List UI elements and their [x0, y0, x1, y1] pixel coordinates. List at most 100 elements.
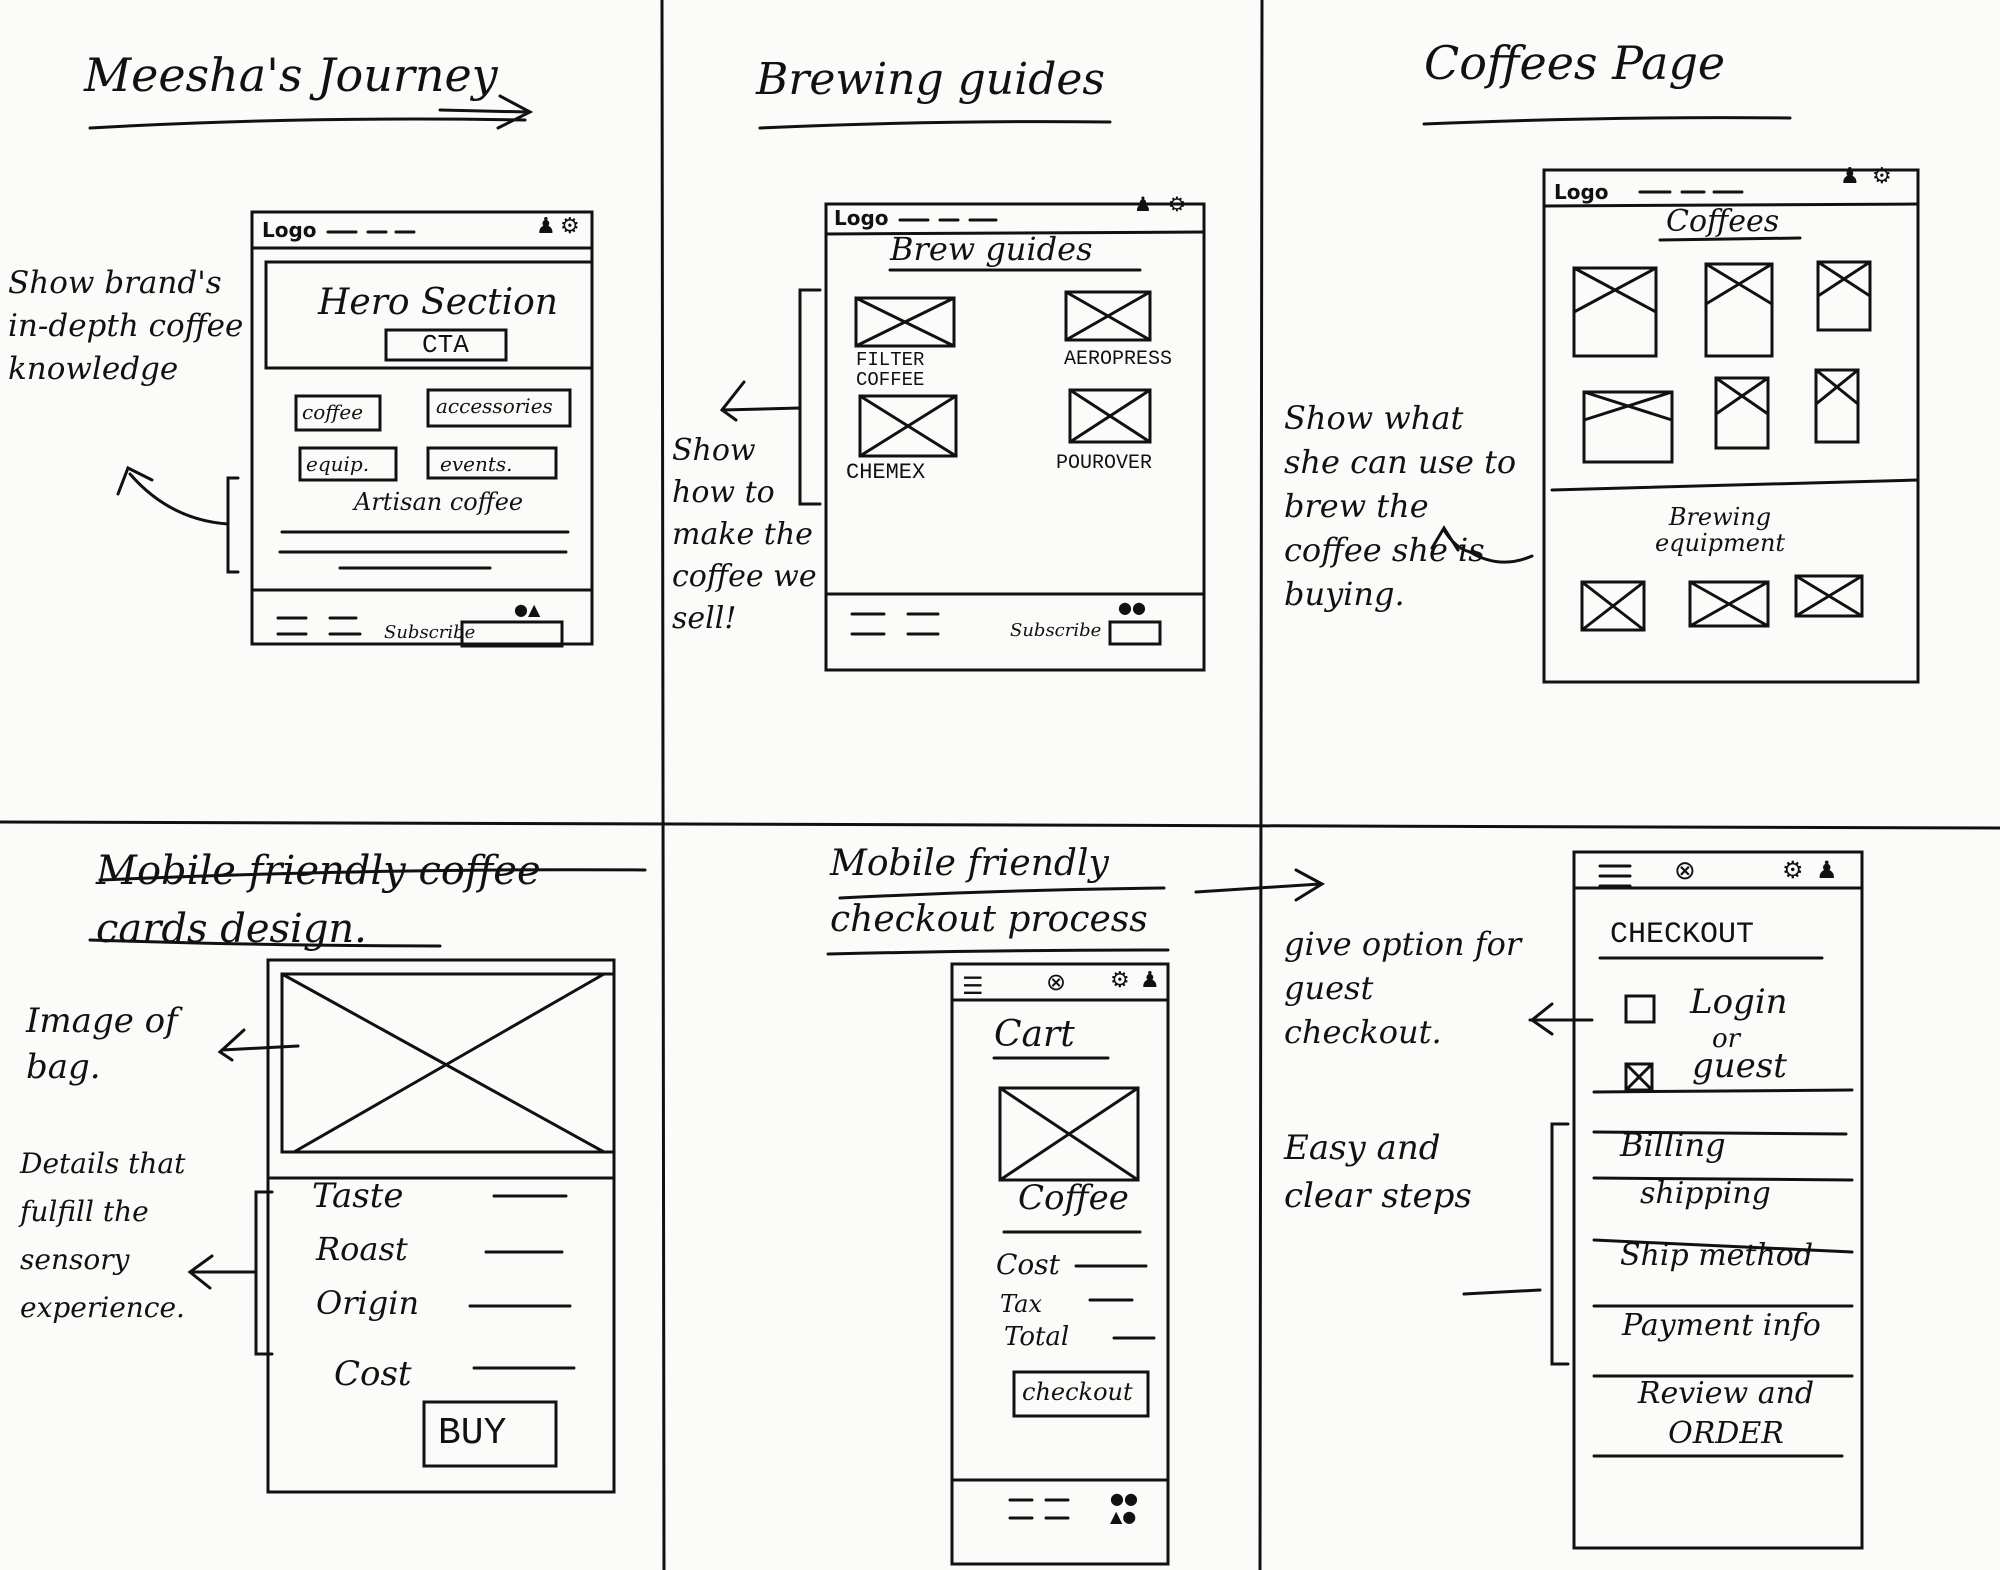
tile-box: [294, 394, 382, 432]
coffee-thumbs: [1572, 260, 1872, 464]
hamburger-icon[interactable]: ☰: [962, 972, 984, 1000]
coffee-thumb: [1814, 368, 1860, 444]
title-underline: [88, 117, 527, 130]
coffee-thumb: [1714, 376, 1770, 450]
tile-events[interactable]: events.: [440, 452, 513, 476]
image-cross: [998, 1086, 1140, 1182]
tile-box: [298, 446, 398, 482]
cart-icon[interactable]: ⚙: [1782, 856, 1804, 884]
guide-label-chemex[interactable]: CHEMEX: [846, 460, 926, 485]
cart-icon[interactable]: ⚙: [560, 214, 580, 239]
user-icon[interactable]: ♟: [536, 214, 556, 239]
step-billing[interactable]: Billing: [1620, 1126, 1726, 1164]
card-field-origin: Origin: [316, 1284, 420, 1322]
arrow-right: [438, 94, 534, 130]
coffee-thumb: [1704, 262, 1774, 358]
artisan-heading: Artisan coffee: [354, 488, 524, 516]
nav-divider: [1542, 202, 1920, 208]
bracket: [254, 1190, 274, 1356]
user-icon[interactable]: ♟: [1816, 856, 1838, 884]
close-icon[interactable]: ⊗: [1046, 968, 1067, 996]
guide-label-aeropress[interactable]: AEROPRESS: [1064, 348, 1173, 371]
phone-frame: [1572, 850, 1864, 1550]
annotation-note-steps: Easy and clear steps: [1284, 1128, 1472, 1216]
equipment-thumb: [1580, 580, 1646, 632]
image-cross: [1688, 580, 1770, 628]
equipment-thumb: [1688, 580, 1770, 628]
tile-box: [426, 446, 558, 480]
note-arrow: [1430, 525, 1534, 564]
cart-icon[interactable]: ⚙: [1872, 164, 1892, 189]
nav-logo[interactable]: Logo: [1554, 180, 1609, 204]
grid-line: [1258, 0, 1264, 1570]
title-underline: [758, 120, 1112, 130]
image-cross: [280, 972, 606, 1154]
card-image: [280, 972, 616, 1154]
image-cross: [1572, 266, 1658, 314]
step-payment-info[interactable]: Payment info: [1622, 1308, 1821, 1343]
guest-option[interactable]: guest: [1692, 1046, 1787, 1086]
user-icon[interactable]: ♟: [1140, 968, 1160, 993]
image-cross: [1580, 580, 1646, 632]
footer-lines: [1008, 1498, 1070, 1520]
step-shipping[interactable]: shipping: [1640, 1176, 1771, 1211]
card-field-taste: Taste: [312, 1176, 404, 1216]
section-divider: [1550, 478, 1920, 492]
buy-button[interactable]: BUY: [438, 1412, 507, 1455]
footer-lines: [850, 612, 940, 636]
wireframe-frame: [1542, 168, 1920, 684]
subscribe-label[interactable]: Subscribe: [1010, 620, 1102, 641]
image-cross: [1068, 388, 1152, 444]
guide-image: [858, 394, 958, 458]
tile-accessories[interactable]: accessories: [436, 394, 553, 418]
section-divider: [1592, 1088, 1854, 1094]
grid-line: [0, 820, 2000, 830]
step-review-order[interactable]: Review and ORDER: [1637, 1376, 1815, 1451]
or-label: or: [1712, 1024, 1741, 1054]
connector-line: [1462, 1288, 1542, 1296]
bracket: [1550, 1122, 1570, 1366]
close-icon[interactable]: ⊗: [1674, 856, 1696, 886]
image-cross: [1704, 262, 1774, 306]
step-divider: [1592, 1238, 1854, 1254]
card-field-cost: Cost: [334, 1354, 412, 1394]
item-image: [998, 1086, 1140, 1182]
arrow-right: [1194, 868, 1326, 902]
cta-button[interactable]: CTA: [422, 330, 469, 360]
login-option[interactable]: Login: [1690, 982, 1788, 1022]
coffee-thumb: [1582, 390, 1674, 464]
hero-title: Hero Section: [318, 282, 558, 323]
image-cross: [1816, 260, 1872, 298]
tile-coffee[interactable]: coffee: [302, 400, 364, 424]
step-ship-method[interactable]: Ship method: [1620, 1238, 1814, 1273]
card-frame: [266, 958, 616, 1494]
tile-box: [426, 388, 572, 428]
guide-label-pourover[interactable]: POUROVER: [1056, 452, 1153, 475]
social-icon: ●●: [1118, 598, 1146, 617]
panel-title: Meesha's Journey: [84, 48, 498, 102]
guide-label-filter[interactable]: FILTER COFFEE: [856, 349, 925, 391]
user-icon[interactable]: ♟: [1134, 192, 1152, 216]
cart-icon[interactable]: ⚙: [1110, 968, 1130, 993]
price-line: [1074, 1264, 1156, 1340]
user-icon[interactable]: ♟: [1840, 164, 1860, 189]
phone-frame: [950, 962, 1170, 1566]
tile-equipment[interactable]: equip.: [306, 452, 370, 476]
coffee-thumb: [1572, 266, 1658, 358]
page-heading: Coffees: [1666, 204, 1780, 239]
image-cross: [1714, 376, 1770, 416]
nav-logo[interactable]: Logo: [834, 206, 889, 230]
annotation-note-guest: give option for guest checkout.: [1284, 925, 1522, 1051]
note-arrow: [1528, 1002, 1594, 1036]
subscribe-label[interactable]: Subscribe: [384, 622, 476, 643]
cart-icon[interactable]: ⚙: [1168, 192, 1186, 216]
bracket: [226, 476, 240, 574]
checkout-button[interactable]: checkout: [1022, 1378, 1133, 1406]
panel-title: Brewing guides: [756, 54, 1105, 105]
subscribe-box: [460, 620, 564, 648]
grid-line: [660, 0, 666, 1570]
nav-logo[interactable]: Logo: [262, 218, 317, 242]
detail-line: [468, 1194, 576, 1370]
social-icon: ●▲: [514, 600, 541, 619]
